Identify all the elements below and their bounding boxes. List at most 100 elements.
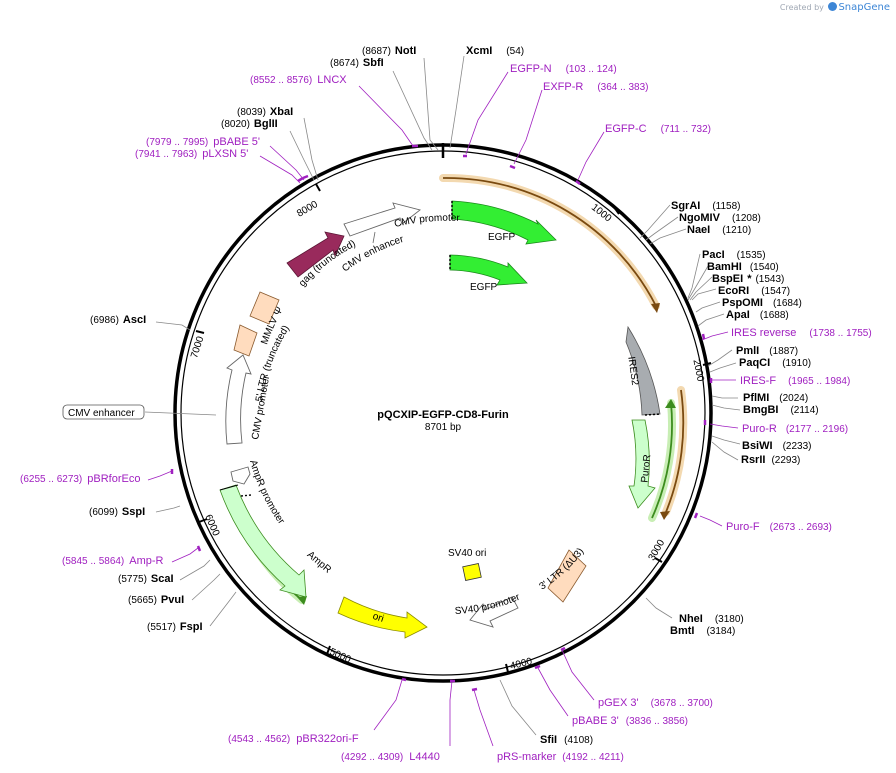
- site-pvui[interactable]: (5665)PvuI: [128, 594, 184, 606]
- feature-3-ltr[interactable]: [547, 549, 587, 603]
- site-puro-f[interactable]: Puro-F(2673 .. 2693): [726, 521, 832, 533]
- mark-amp-r: [196, 545, 202, 552]
- feature-sv40-promoter[interactable]: [469, 596, 519, 628]
- feature-gag-truncated[interactable]: [286, 231, 345, 278]
- site-pos: (1965 .. 1984): [788, 376, 850, 387]
- site-sfii[interactable]: SfiI(4108): [540, 734, 593, 746]
- site-bsiwi[interactable]: BsiWI(2233): [742, 440, 811, 452]
- site-bamhi[interactable]: BamHI(1540): [707, 261, 779, 273]
- orf-egfp-line: [442, 177, 657, 307]
- site-pgex3[interactable]: pGEX 3'(3678 .. 3700): [598, 697, 713, 709]
- site-pos: (2233): [783, 441, 812, 452]
- site-exfp-r[interactable]: EXFP-R(364 .. 383): [543, 81, 649, 93]
- site-puro-r[interactable]: Puro-R(2177 .. 2196): [742, 423, 848, 435]
- site-name: BmgBI: [743, 404, 778, 416]
- site-pflmi[interactable]: PflMI(2024): [743, 392, 808, 404]
- site-plxsn5[interactable]: (7941 .. 7963)pLXSN 5': [135, 148, 248, 160]
- site-pos: (1910): [782, 358, 811, 369]
- site-bmgbi[interactable]: BmgBI (2114): [743, 404, 819, 416]
- leader-pbabe3: [537, 667, 569, 717]
- feature-label-ampr-promoter: AmpR promoter: [247, 459, 287, 527]
- feature-label-ires2: IRES2: [625, 356, 640, 387]
- site-pspomi[interactable]: PspOMI(1684): [722, 297, 802, 309]
- site-nhei[interactable]: NheI(3180): [679, 613, 744, 625]
- site-pos: (3836 .. 3856): [626, 716, 688, 727]
- site-pbabe3[interactable]: pBABE 3'(3836 .. 3856): [572, 715, 688, 727]
- site-pos: (5517): [147, 622, 176, 633]
- feature-egfp-outer[interactable]: [451, 200, 557, 245]
- site-pos: (6099): [89, 507, 118, 518]
- feature-egfp-inner[interactable]: [449, 254, 528, 286]
- site-ngomiv[interactable]: NgoMIV(1208): [679, 212, 761, 224]
- plasmid-name: pQCXIP-EGFP-CD8-Furin: [377, 409, 509, 421]
- leader-pbrforeco: [147, 470, 173, 481]
- site-sbfi[interactable]: (8674)SbfI: [330, 57, 384, 69]
- leader-pbr322ori-f: [373, 679, 403, 731]
- site-sgrai[interactable]: SgrAI(1158): [671, 200, 741, 212]
- leader-xcmi: [449, 55, 465, 149]
- site-fspi[interactable]: (5517)FspI: [147, 621, 203, 633]
- feature-box-cmv-enhancer[interactable]: [62, 404, 145, 420]
- leader-apai: [697, 313, 725, 327]
- site-pos: (1543): [755, 274, 784, 285]
- site-pos: (1547): [761, 286, 790, 297]
- feature-puror[interactable]: [628, 419, 656, 509]
- site-asci[interactable]: (6986)AscI: [90, 314, 146, 326]
- site-scai[interactable]: (5775)ScaI: [118, 573, 174, 585]
- site-pos: (8039): [237, 107, 266, 118]
- site-pbrforeco[interactable]: (6255 .. 6273)pBRforEco: [20, 473, 140, 485]
- cmv-enhancer-leader-left: [144, 411, 217, 416]
- site-ires-reverse[interactable]: IRES reverse(1738 .. 1755): [731, 327, 872, 339]
- site-pos: (8552 .. 8576): [250, 75, 312, 86]
- feature-label-egfp-inner: EGFP: [470, 282, 498, 293]
- orf-puror-inner-line: [651, 402, 673, 519]
- feature-ampr[interactable]: [219, 484, 307, 598]
- feature-ori[interactable]: [337, 596, 428, 639]
- site-egfp-n[interactable]: EGFP-N(103 .. 124): [510, 63, 617, 75]
- site-lncx[interactable]: (8552 .. 8576)LNCX: [250, 74, 347, 86]
- site-ecori[interactable]: EcoRI(1547): [718, 285, 790, 297]
- feature-sv40-ori[interactable]: [462, 563, 482, 581]
- leader-bmgbi: [711, 404, 741, 411]
- site-xcmi[interactable]: XcmI(54): [466, 45, 524, 57]
- site-apai[interactable]: ApaI(1688): [726, 309, 789, 321]
- site-bmti[interactable]: BmtI(3184): [670, 625, 735, 637]
- feature-ires2[interactable]: [625, 325, 661, 416]
- site-pmli[interactable]: PmlI(1887): [736, 345, 798, 357]
- site-bspei[interactable]: BspEI*(1543): [712, 273, 784, 285]
- feature-cmv-promoter-left[interactable]: [225, 354, 252, 445]
- site-name: BamHI: [707, 261, 742, 273]
- feature-ampr-promoter[interactable]: [230, 466, 251, 485]
- site-rsrii[interactable]: RsrII(2293): [741, 454, 800, 466]
- site-pbabe5[interactable]: (7979 .. 7995)pBABE 5': [146, 136, 260, 148]
- site-amp-r[interactable]: (5845 .. 5864)Amp-R: [62, 555, 164, 567]
- site-xbai[interactable]: (8039)XbaI: [237, 106, 293, 118]
- site-noti[interactable]: (8687)NotI: [362, 45, 416, 57]
- site-name: pBABE 5': [213, 136, 260, 148]
- site-paci[interactable]: PacI(1535): [702, 249, 766, 261]
- scale-label: 4000: [509, 656, 534, 672]
- site-bglii[interactable]: (8020)BglII: [221, 118, 278, 130]
- leader-xbai: [303, 117, 319, 181]
- feature-5-ltr[interactable]: [233, 324, 258, 357]
- site-pos: (2114): [790, 405, 818, 416]
- site-l4440[interactable]: (4292 .. 4309)L4440: [341, 751, 440, 763]
- site-prs-marker[interactable]: pRS-marker(4192 .. 4211): [497, 751, 624, 763]
- site-pbr322ori-f[interactable]: (4543 .. 4562)pBR322ori-F: [228, 733, 359, 745]
- ampr-dotted-mark: [240, 494, 252, 497]
- site-name: RsrII: [741, 454, 765, 466]
- site-egfp-c[interactable]: EGFP-C(711 .. 732): [605, 123, 711, 135]
- site-naei[interactable]: NaeI(1210): [687, 224, 751, 236]
- scale-mark-5000: 5000: [326, 645, 353, 666]
- orf-puror-inner-arrowhead: [665, 399, 676, 408]
- scale-label: 8000: [295, 199, 320, 220]
- mark-prs-marker: [471, 687, 478, 692]
- site-paqci[interactable]: PaqCI(1910): [739, 357, 811, 369]
- site-pos: (3180): [715, 614, 744, 625]
- site-sspi[interactable]: (6099)SspI: [89, 506, 145, 518]
- feature-mmlv-psi[interactable]: [249, 291, 280, 325]
- feature-cmv-promoter-top[interactable]: [343, 202, 421, 237]
- site-ires-f[interactable]: IRES-F(1965 .. 1984): [740, 375, 850, 387]
- leader-ires-reverse: [701, 331, 729, 341]
